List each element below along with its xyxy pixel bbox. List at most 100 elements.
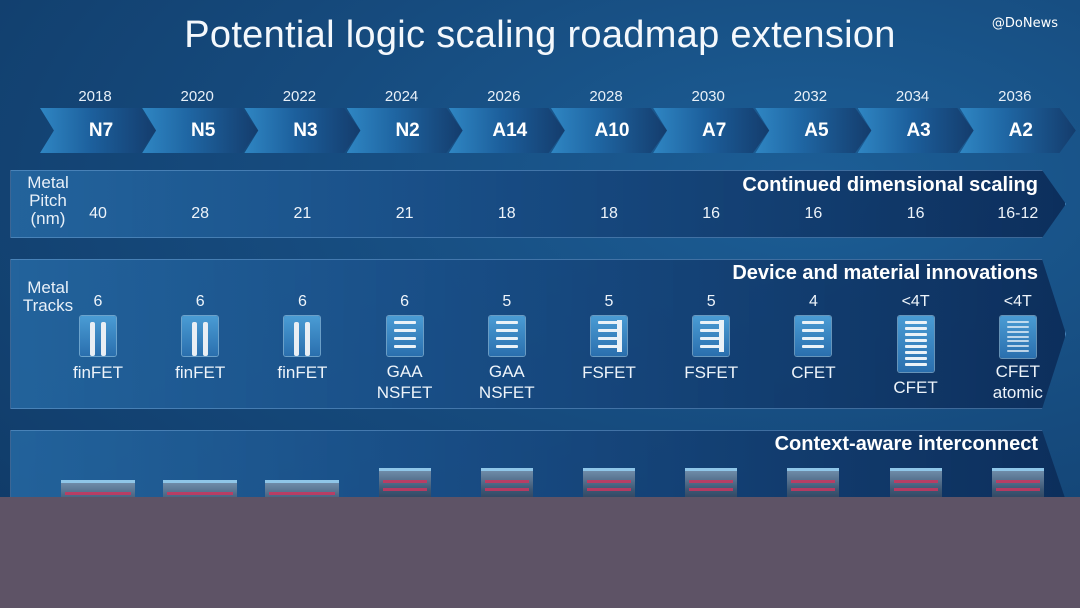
sheet-shape <box>1006 330 1029 333</box>
sheet-shape <box>802 329 825 332</box>
interconnect-line <box>382 480 427 483</box>
interconnect-line <box>689 480 734 483</box>
interconnect-line <box>587 480 631 483</box>
year-label: 2026 <box>487 88 521 105</box>
sheet-shape <box>904 363 927 366</box>
cfet-atomic-icon <box>999 316 1036 358</box>
device-type-label: CFET <box>791 363 836 382</box>
node-name: N3 <box>293 119 318 141</box>
node-name: A10 <box>594 119 630 141</box>
interconnect-line <box>689 488 734 491</box>
sheet-shape <box>700 321 723 324</box>
node-chevron: A10 <box>551 108 667 153</box>
interconnect-line <box>484 480 529 483</box>
forksheet-wall <box>617 320 622 352</box>
track-count: 5 <box>502 293 512 310</box>
sheet-shape <box>904 327 927 330</box>
sheet-shape <box>393 345 416 348</box>
sheet-shape <box>393 321 416 324</box>
year-label: 2032 <box>793 88 828 105</box>
year-label: 2036 <box>998 88 1032 105</box>
device-type-label: FSFET <box>684 363 739 382</box>
interconnect-line <box>587 488 631 491</box>
fin-shape <box>101 322 106 356</box>
nanosheet-icon <box>488 316 525 356</box>
occluding-overlay <box>0 497 1080 608</box>
pitch-value: 16-12 <box>997 205 1039 222</box>
pitch-value: 18 <box>600 205 618 222</box>
sheet-shape <box>495 337 518 340</box>
sheet-shape <box>700 345 723 348</box>
fin-shape <box>203 322 209 356</box>
sheet-shape <box>495 345 518 348</box>
sheet-shape <box>393 329 416 332</box>
node-name: A14 <box>492 119 528 141</box>
node-chevron: N5 <box>142 108 259 153</box>
watermark: @DoNews <box>991 16 1058 31</box>
sheet-shape <box>393 337 416 340</box>
node-chevron: A14 <box>448 108 565 153</box>
sheet-shape <box>904 339 927 342</box>
sheet-shape <box>802 321 825 324</box>
sheet-shape <box>802 337 825 340</box>
track-count: 5 <box>706 293 716 310</box>
track-count: 4 <box>808 293 818 310</box>
interconnect-line <box>484 488 529 491</box>
node-name: A7 <box>702 119 727 141</box>
fin-shape <box>305 322 311 356</box>
sheet-shape <box>1006 325 1029 328</box>
year-label: 2034 <box>895 88 930 105</box>
sheet-shape <box>904 357 927 360</box>
metal-pitch-label: Metal Pitch (nm) <box>27 173 69 228</box>
node-chevron: N7 <box>40 108 156 153</box>
device-type-label: finFET <box>72 363 124 382</box>
slide-title: Potential logic scaling roadmap extensio… <box>184 14 896 56</box>
year-label: 2030 <box>691 88 725 105</box>
sheet-shape <box>495 329 518 332</box>
track-count: 5 <box>604 293 614 310</box>
interconnect-line <box>893 480 938 483</box>
year-label: 2028 <box>589 88 623 105</box>
node-name: N7 <box>88 119 114 141</box>
sheet-shape <box>1006 350 1029 353</box>
sheet-shape <box>802 345 825 348</box>
sheet-shape <box>904 333 927 336</box>
track-count: <4T <box>901 293 930 310</box>
sheet-shape <box>904 351 927 354</box>
node-chevron: A7 <box>653 108 770 153</box>
sheet-shape <box>598 321 620 324</box>
finfet-icon <box>80 316 116 356</box>
track-count: 6 <box>400 293 410 310</box>
node-chevron: N3 <box>244 108 361 153</box>
metal-tracks-label: Metal Tracks <box>22 278 74 315</box>
interconnect-line <box>893 488 938 491</box>
node-name: A5 <box>804 119 829 141</box>
pitch-band-title: Continued dimensional scaling <box>742 174 1038 196</box>
fin-shape <box>90 322 95 356</box>
pitch-value: 21 <box>395 205 414 222</box>
node-chevron: A3 <box>857 108 974 153</box>
sheet-shape <box>700 329 723 332</box>
pitch-value: 16 <box>702 205 721 222</box>
node-chevron: A2 <box>959 108 1076 153</box>
node-chevron: A5 <box>755 108 872 153</box>
node-name: N5 <box>191 119 216 141</box>
interconnect-line <box>995 480 1040 483</box>
device-band-title: Device and material innovations <box>732 262 1038 284</box>
fin-shape <box>192 322 198 356</box>
device-type-label: FSFET <box>582 363 636 382</box>
fin-shape <box>294 322 300 356</box>
year-label: 2018 <box>78 88 112 105</box>
pitch-band <box>10 170 1066 238</box>
sheet-shape <box>598 345 620 348</box>
sheet-shape <box>1006 335 1029 338</box>
pitch-value: 16 <box>906 205 925 222</box>
pitch-value: 40 <box>89 205 107 222</box>
forksheet-wall <box>719 320 725 352</box>
interconnect-line <box>791 488 836 491</box>
sheet-shape <box>495 321 518 324</box>
pitch-value: 16 <box>804 205 823 222</box>
interconnect-line <box>167 492 234 495</box>
pitch-value: 21 <box>293 205 312 222</box>
